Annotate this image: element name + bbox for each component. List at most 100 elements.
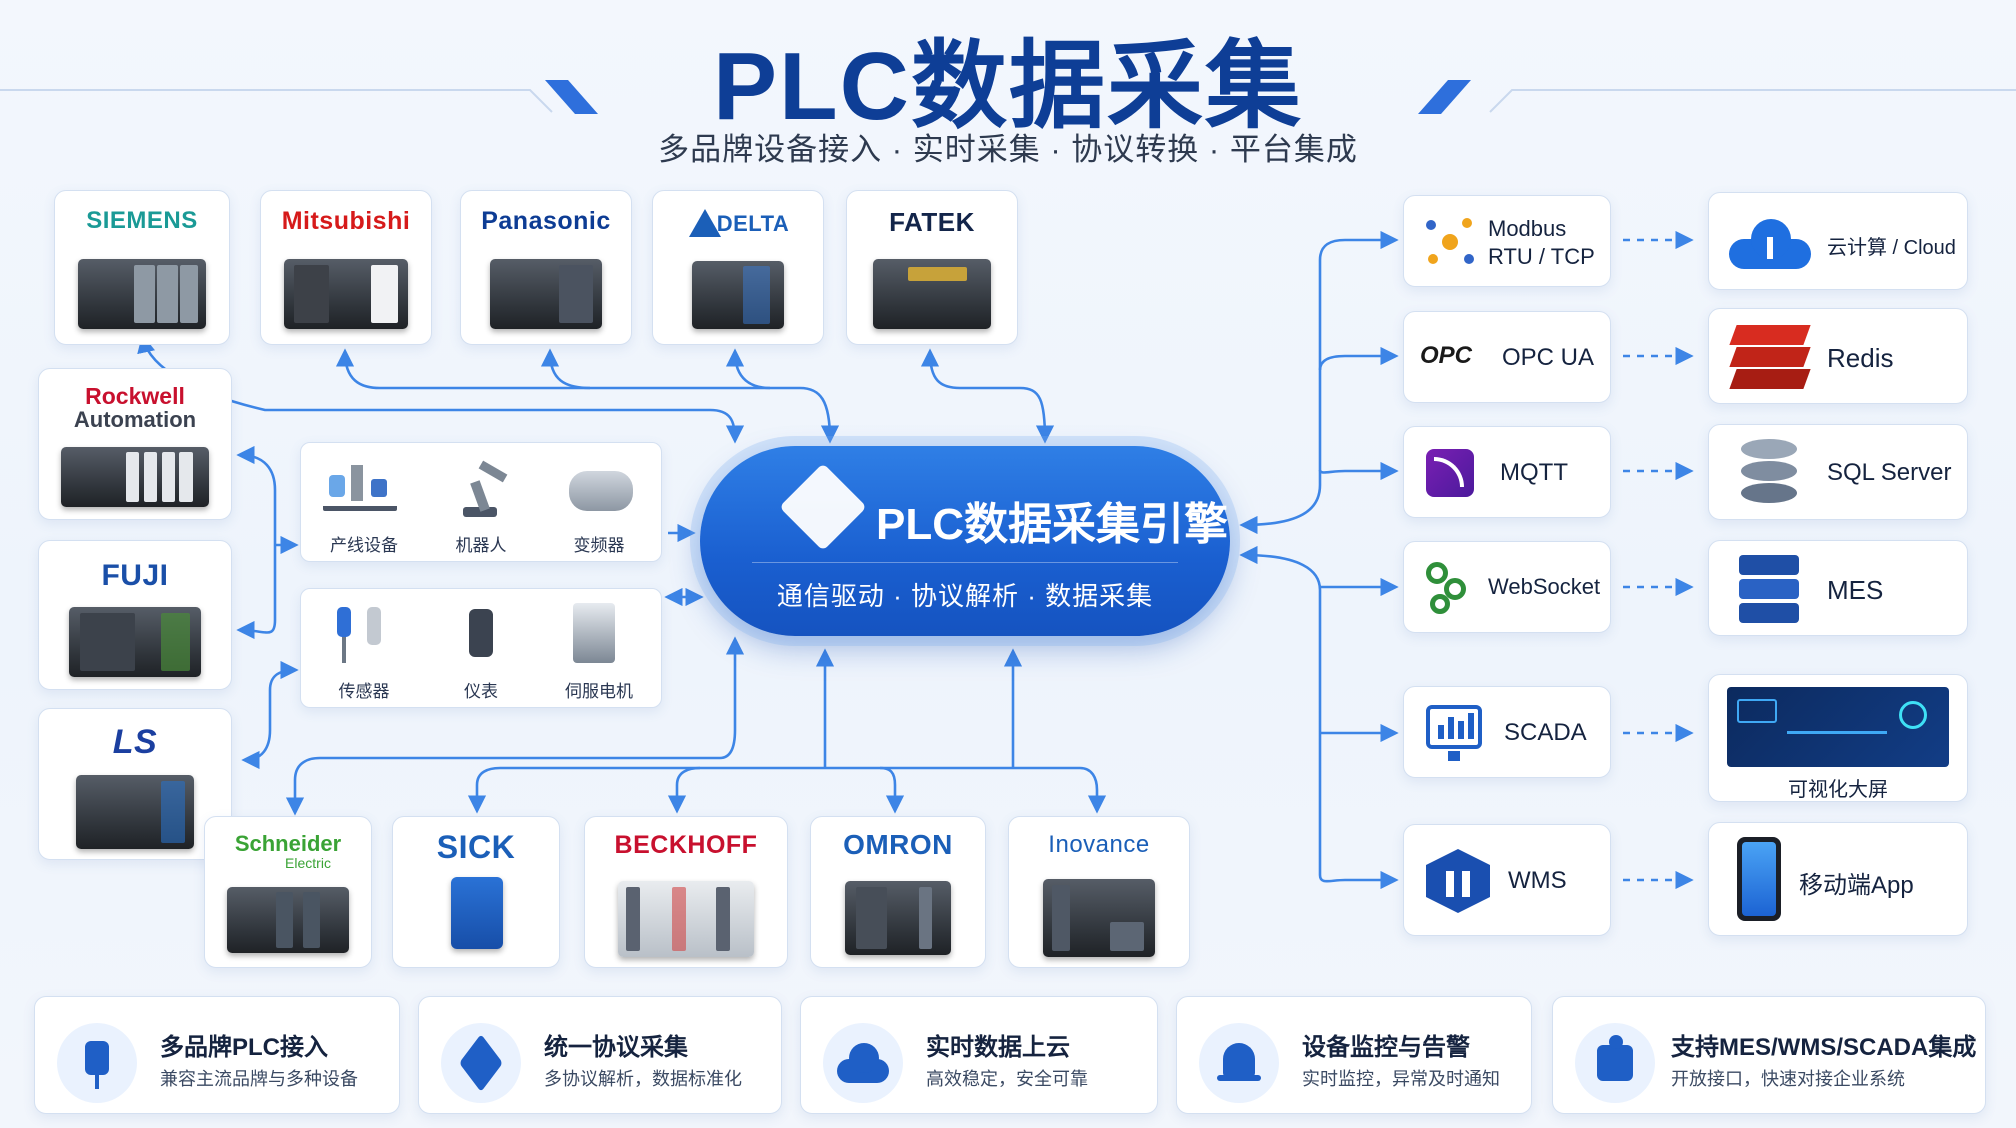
plc-device-icon — [490, 259, 602, 329]
brand-panasonic: Panasonic — [481, 207, 611, 235]
protocol-label: WebSocket — [1488, 574, 1601, 599]
server-icon — [1739, 555, 1799, 623]
feature-card-monitor[interactable]: 设备监控与告警 实时监控，异常及时通知 — [1176, 996, 1532, 1114]
sink-label: MES — [1827, 575, 1884, 605]
bell-icon — [1199, 1023, 1279, 1103]
brand-omron: OMRON — [843, 829, 953, 860]
sink-label: SQL Server — [1827, 459, 1952, 486]
device-label: 变频器 — [573, 536, 625, 555]
feature-card-multibrand[interactable]: 多品牌PLC接入 兼容主流品牌与多种设备 — [34, 996, 400, 1114]
page-subtitle: 多品牌设备接入 · 实时采集 · 协议转换 · 平台集成 — [658, 132, 1358, 167]
database-icon — [1741, 439, 1797, 509]
plc-device-icon — [692, 261, 784, 329]
protocol-sublabel: RTU / TCP — [1488, 244, 1595, 269]
brand-schneider: Schneider — [234, 831, 342, 856]
brand-sick: SICK — [436, 829, 516, 865]
device-group-2: 传感器 仪表 伺服电机 — [300, 588, 662, 708]
brand-mitsubishi: Mitsubishi — [281, 207, 411, 235]
scada-icon — [1426, 705, 1482, 749]
brand-card-sick[interactable]: SICK — [392, 816, 560, 968]
protocol-label: WMS — [1508, 867, 1567, 894]
feature-card-cloud[interactable]: 实时数据上云 高效稳定，安全可靠 — [800, 996, 1158, 1114]
brand-card-fuji[interactable]: FUJI — [38, 540, 232, 690]
brand-card-delta[interactable]: DELTA — [652, 190, 824, 345]
protocol-label: MQTT — [1500, 459, 1568, 486]
plc-device-icon — [78, 259, 206, 329]
robot-arm-icon — [453, 460, 509, 517]
protocol-card-websocket[interactable]: WebSocket — [1403, 541, 1611, 633]
dashboard-icon — [1727, 687, 1949, 767]
brand-card-siemens[interactable]: SIEMENS — [54, 190, 230, 345]
production-line-icon — [323, 465, 397, 511]
brand-card-rockwell[interactable]: Rockwell Automation — [38, 368, 232, 520]
plc-device-icon — [69, 607, 201, 677]
device-label: 伺服电机 — [565, 682, 633, 701]
engine-title: PLC数据采集引擎 — [876, 500, 1228, 549]
feature-desc: 高效稳定，安全可靠 — [926, 1069, 1088, 1089]
feature-title: 多品牌PLC接入 — [160, 1034, 328, 1061]
protocol-card-mqtt[interactable]: MQTT — [1403, 426, 1611, 518]
device-label: 产线设备 — [330, 536, 398, 555]
sink-label: 云计算 / Cloud — [1827, 237, 1956, 259]
delta-logo-icon — [689, 209, 721, 237]
feature-desc: 兼容主流品牌与多种设备 — [160, 1069, 358, 1089]
plc-device-icon — [61, 447, 209, 507]
plc-device-icon — [1043, 879, 1155, 957]
feature-card-integration[interactable]: 支持MES/WMS/SCADA集成 开放接口，快速对接企业系统 — [1552, 996, 1986, 1114]
brand-beckhoff: BECKHOFF — [614, 831, 758, 859]
brand-card-ls[interactable]: LS — [38, 708, 232, 860]
brand-card-omron[interactable]: OMRON — [810, 816, 986, 968]
device-label: 传感器 — [338, 682, 390, 701]
plc-device-icon — [227, 887, 349, 953]
engine-subtitle: 通信驱动 · 协议解析 · 数据采集 — [776, 581, 1154, 611]
brand-schneider-electric: Electric — [285, 855, 331, 871]
sink-card-mobile[interactable]: 移动端App — [1708, 822, 1968, 936]
protocol-label: OPC UA — [1502, 344, 1595, 371]
brand-card-mitsubishi[interactable]: Mitsubishi — [260, 190, 432, 345]
brand-card-schneider[interactable]: Schneider Electric — [204, 816, 372, 968]
sink-card-mes[interactable]: MES — [1708, 540, 1968, 636]
protocol-card-wms[interactable]: WMS — [1403, 824, 1611, 936]
feature-title: 设备监控与告警 — [1302, 1034, 1470, 1061]
plc-device-icon — [618, 881, 754, 957]
sink-card-sqlserver[interactable]: SQL Server — [1708, 424, 1968, 520]
protocol-card-modbus[interactable]: Modbus RTU / TCP — [1403, 195, 1611, 287]
plc-device-icon — [873, 259, 991, 329]
device-group-1: 产线设备 机器人 变频器 — [300, 442, 662, 562]
sink-card-dashboard[interactable]: 可视化大屏 — [1708, 674, 1968, 802]
brand-inovance: Inovance — [1048, 831, 1150, 858]
brand-fuji: FUJI — [101, 559, 169, 592]
engine-divider — [752, 562, 1178, 563]
brand-fatek: FATEK — [889, 207, 975, 237]
protocol-card-opcua[interactable]: OPC OPC UA — [1403, 311, 1611, 403]
brand-card-inovance[interactable]: Inovance — [1008, 816, 1190, 968]
feature-title: 支持MES/WMS/SCADA集成 — [1671, 1034, 1977, 1061]
layers-icon — [441, 1023, 521, 1103]
opc-icon: OPC — [1420, 342, 1473, 369]
brand-card-beckhoff[interactable]: BECKHOFF — [584, 816, 788, 968]
brand-rockwell-automation: Automation — [73, 407, 197, 432]
brand-card-fatek[interactable]: FATEK — [846, 190, 1018, 345]
websocket-icon — [1424, 560, 1472, 616]
protocol-label: SCADA — [1504, 719, 1587, 746]
cloud-icon — [1729, 219, 1811, 269]
wms-icon — [1426, 849, 1490, 913]
sink-card-redis[interactable]: Redis — [1708, 308, 1968, 404]
feature-card-protocol[interactable]: 统一协议采集 多协议解析，数据标准化 — [418, 996, 782, 1114]
brand-ls: LS — [112, 723, 158, 761]
plc-device-icon — [76, 775, 194, 849]
brand-card-panasonic[interactable]: Panasonic — [460, 190, 632, 345]
servo-motor-icon — [573, 603, 615, 663]
plc-engine[interactable]: PLC数据采集引擎 通信驱动 · 协议解析 · 数据采集 — [700, 446, 1230, 636]
sink-card-cloud[interactable]: 云计算 / Cloud — [1708, 192, 1968, 290]
meter-icon — [469, 609, 493, 657]
device-label: 仪表 — [464, 682, 498, 701]
page-title: PLC数据采集 — [713, 33, 1303, 140]
protocol-label: Modbus — [1488, 216, 1567, 241]
plc-device-icon — [284, 259, 408, 329]
feature-desc: 多协议解析，数据标准化 — [544, 1069, 742, 1089]
feature-desc: 开放接口，快速对接企业系统 — [1671, 1069, 1905, 1089]
protocol-card-scada[interactable]: SCADA — [1403, 686, 1611, 778]
cube-icon — [779, 463, 867, 551]
